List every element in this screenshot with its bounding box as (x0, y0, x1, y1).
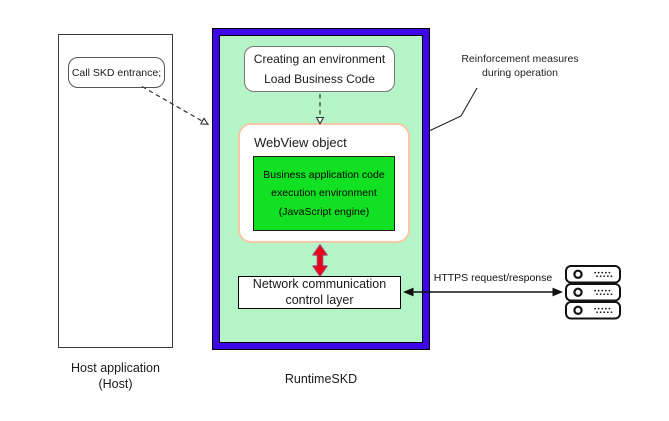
exec-env-line3: (JavaScript engine) (278, 205, 370, 218)
call-skd-entrance-box: Call SKD entrance; (68, 57, 165, 88)
host-caption-line1: Host application (71, 361, 160, 375)
host-caption-line2: (Host) (98, 377, 133, 392)
webview-object-title: WebView object (254, 135, 347, 150)
network-control-line2: control layer (285, 292, 354, 307)
reinforcement-leader-line (428, 87, 478, 132)
host-caption: Host application (Host) (58, 360, 173, 393)
https-request-response-label: HTTPS request/response (433, 272, 553, 284)
reinforcement-line2: during operation (482, 67, 558, 80)
execution-environment-box: Business application code execution envi… (253, 156, 395, 231)
creating-environment-line2: Load Business Code (264, 71, 375, 86)
creating-environment-box: Creating an environment Load Business Co… (244, 46, 395, 92)
reinforcement-note: Reinforcement measures during operation (450, 52, 590, 80)
reinforcement-line1: Reinforcement measures (461, 53, 579, 65)
exec-env-line2: execution environment (271, 187, 377, 200)
server-stack-icon (565, 265, 621, 320)
network-control-box: Network communication control layer (238, 276, 401, 309)
runtime-caption: RuntimeSKD (284, 372, 358, 386)
exec-env-line1: Business application code (263, 169, 385, 182)
creating-environment-line1: Creating an environment (253, 52, 386, 67)
call-skd-entrance-label: Call SKD entrance; (71, 66, 162, 79)
network-control-line1: Network communication (252, 277, 387, 292)
